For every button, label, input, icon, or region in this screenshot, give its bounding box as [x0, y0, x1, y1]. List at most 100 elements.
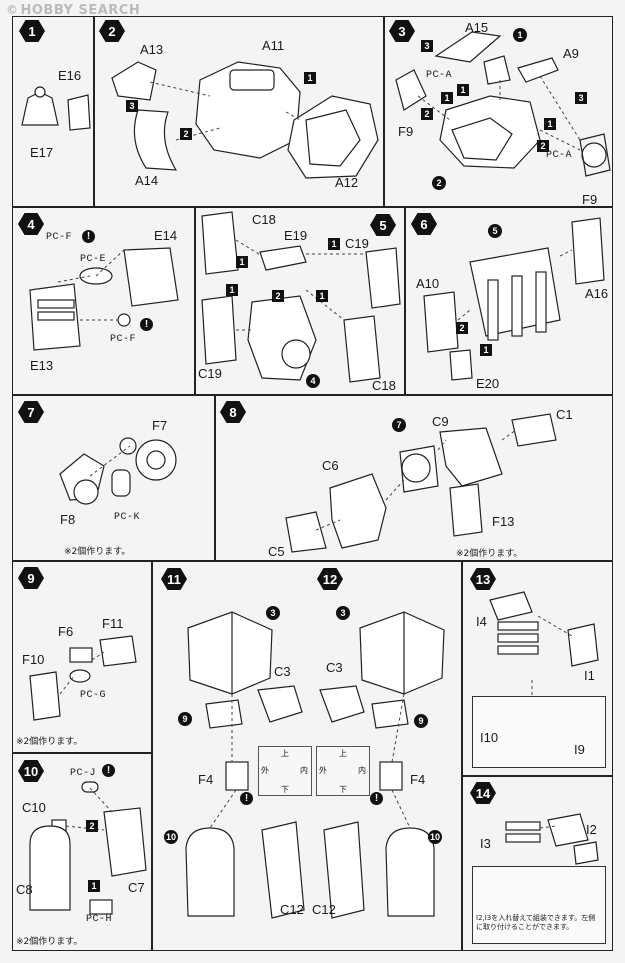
step-reference-callout: 3: [266, 606, 280, 620]
step-badge-11: 11: [161, 568, 187, 590]
step-reference-callout: 7: [392, 418, 406, 432]
pc-part-label: PC-A: [426, 70, 453, 81]
step-frame-3: [384, 16, 613, 207]
part-label: E17: [30, 145, 54, 160]
assembly-note: ※2個作ります。: [16, 937, 83, 947]
step-frame-9: [12, 561, 152, 753]
sub-number-badge: 2: [456, 322, 468, 334]
dial-down-label: 下: [281, 785, 289, 794]
sub-number-badge: 2: [272, 290, 284, 302]
dial-up-label: 上: [281, 749, 289, 758]
watermark-text: HOBBY SEARCH: [20, 2, 141, 18]
pc-part-label: PC-A: [546, 150, 573, 161]
assembly-note: ※2個作ります。: [456, 549, 523, 559]
step-reference-callout: 9: [414, 714, 428, 728]
step-reference-callout: 3: [336, 606, 350, 620]
part-label: F9: [398, 124, 414, 139]
step-badge-5: 5: [370, 214, 396, 236]
assembly-note: ※2個作ります。: [64, 547, 131, 557]
step-reference-callout: 10: [428, 830, 442, 844]
part-label: C3: [326, 660, 343, 675]
sub-number-badge: 1: [226, 284, 238, 296]
step-frame-1: [12, 16, 94, 207]
part-label: F13: [492, 514, 515, 529]
dial-up-label: 上: [339, 749, 347, 758]
pc-part-label: PC-F: [110, 334, 137, 345]
step-badge-9: 9: [18, 567, 44, 589]
step-badge-8: 8: [220, 401, 246, 423]
copyright-icon: ©: [6, 3, 19, 17]
step-frame-13: [462, 561, 613, 776]
part-label: I4: [476, 614, 487, 629]
pc-part-label: PC-H: [86, 914, 113, 925]
sub-number-badge: 2: [86, 820, 98, 832]
part-label: F11: [102, 616, 124, 631]
sub-number-badge: 1: [316, 290, 328, 302]
step-badge-2: 2: [99, 20, 125, 42]
part-label: I3: [480, 836, 491, 851]
step-frame-14: [462, 776, 613, 951]
part-label: A14: [135, 173, 159, 188]
step-frame-11-12: [152, 561, 462, 951]
step-frame-2: [94, 16, 384, 207]
sub-number-badge: 1: [88, 880, 100, 892]
sub-number-badge: 2: [180, 128, 192, 140]
sub-number-badge: 2: [537, 140, 549, 152]
step-badge-1: 1: [19, 20, 45, 42]
sub-number-badge: 3: [421, 40, 433, 52]
part-label: C12: [312, 902, 336, 917]
assembly-note: ※2個作ります。: [16, 737, 83, 747]
part-label: F6: [58, 624, 74, 639]
part-label: F8: [60, 512, 76, 527]
part-label: A16: [585, 286, 609, 301]
step-frame-5: [195, 207, 405, 395]
step-badge-12: 12: [317, 568, 343, 590]
exclamation-icon: !: [370, 792, 383, 805]
step-reference-callout: 2: [432, 176, 446, 190]
part-label: C1: [556, 407, 573, 422]
sub-number-badge: 1: [480, 344, 492, 356]
dial-right-label: 内: [358, 766, 366, 775]
step-badge-3: 3: [389, 20, 415, 42]
pc-part-label: PC-J: [70, 768, 97, 779]
part-label: F4: [410, 772, 426, 787]
part-label: C19: [345, 236, 369, 251]
exclamation-icon: !: [240, 792, 253, 805]
part-label: A12: [335, 175, 359, 190]
step-badge-14: 14: [470, 782, 496, 804]
part-label: I2: [586, 822, 597, 837]
part-label: C18: [252, 212, 276, 227]
orientation-dial: 上 下 外 内: [258, 746, 312, 796]
sub-number-badge: 1: [441, 92, 453, 104]
step-badge-10: 10: [18, 760, 44, 782]
sub-number-badge: 1: [457, 84, 469, 96]
step-badge-4: 4: [18, 213, 44, 235]
sub-number-badge: 1: [328, 238, 340, 250]
part-label: F7: [152, 418, 168, 433]
part-label: A13: [140, 42, 164, 57]
sub-number-badge: 1: [304, 72, 316, 84]
step-frame-8: [215, 395, 613, 561]
part-label: E20: [476, 376, 500, 391]
pc-part-label: PC-F: [46, 232, 73, 243]
part-label: I10: [480, 730, 499, 745]
step-reference-callout: 9: [178, 712, 192, 726]
sub-number-badge: 3: [126, 100, 138, 112]
pc-part-label: PC-E: [80, 254, 107, 265]
part-label: A15: [465, 20, 489, 35]
part-label: C10: [22, 800, 46, 815]
step-reference-callout: 1: [513, 28, 527, 42]
dial-right-label: 内: [300, 766, 308, 775]
sub-number-badge: 1: [236, 256, 248, 268]
part-label: C5: [268, 544, 285, 559]
part-label: F9: [582, 192, 598, 207]
part-label: E14: [154, 228, 178, 243]
part-label: C12: [280, 902, 304, 917]
step-badge-13: 13: [470, 568, 496, 590]
part-label: C3: [274, 664, 291, 679]
dial-left-label: 外: [261, 766, 269, 775]
part-label: C6: [322, 458, 339, 473]
part-label: I9: [574, 742, 585, 757]
part-label: C19: [198, 366, 222, 381]
